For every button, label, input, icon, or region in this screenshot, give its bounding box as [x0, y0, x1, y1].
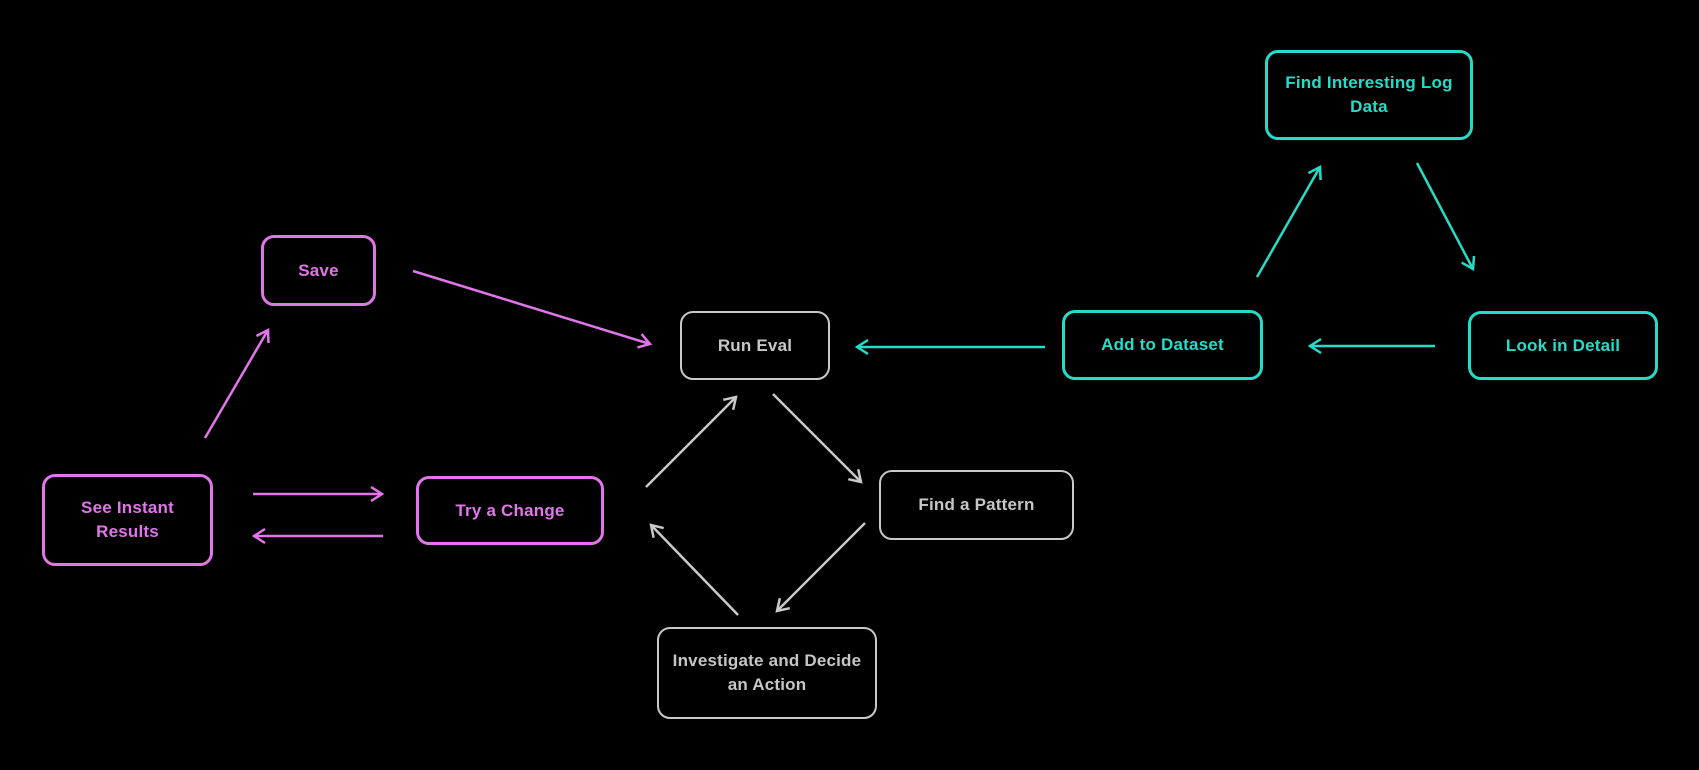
node-label: Add to Dataset [1101, 335, 1224, 355]
node-see-instant-results: See Instant Results [42, 474, 213, 566]
node-label: Try a Change [455, 500, 565, 520]
node-label: Find Interesting Log Data [1285, 73, 1453, 116]
node-label: Investigate and Decide an Action [672, 651, 862, 694]
node-label: Look in Detail [1505, 335, 1621, 355]
node-find-a-pattern: Find a Pattern [879, 470, 1074, 540]
arrow-investigate-to-try-a-change [649, 523, 739, 616]
arrow-find-a-pattern-to-investigate [775, 522, 866, 613]
node-label: See Instant Results [81, 498, 174, 541]
node-label: Save [298, 260, 339, 280]
arrow-see-instant-results-to-save [203, 327, 270, 439]
node-try-a-change: Try a Change [416, 476, 604, 545]
arrow-save-to-run-eval [412, 269, 653, 349]
node-look-in-detail: Look in Detail [1468, 311, 1658, 380]
arrow-try-a-change-to-run-eval [645, 395, 738, 488]
node-find-interesting-log-data: Find Interesting Log Data [1265, 50, 1473, 140]
arrow-run-eval-to-find-a-pattern [772, 393, 863, 484]
arrow-find-interesting-to-look-in-detail [1415, 162, 1476, 272]
node-save: Save [261, 235, 376, 306]
node-run-eval: Run Eval [680, 311, 830, 380]
node-label: Run Eval [717, 335, 793, 355]
node-investigate-and-decide-an-action: Investigate and Decide an Action [657, 627, 877, 719]
node-label: Find a Pattern [918, 495, 1035, 515]
node-add-to-dataset: Add to Dataset [1062, 310, 1263, 380]
arrow-add-to-dataset-to-find-interesting [1255, 164, 1322, 278]
